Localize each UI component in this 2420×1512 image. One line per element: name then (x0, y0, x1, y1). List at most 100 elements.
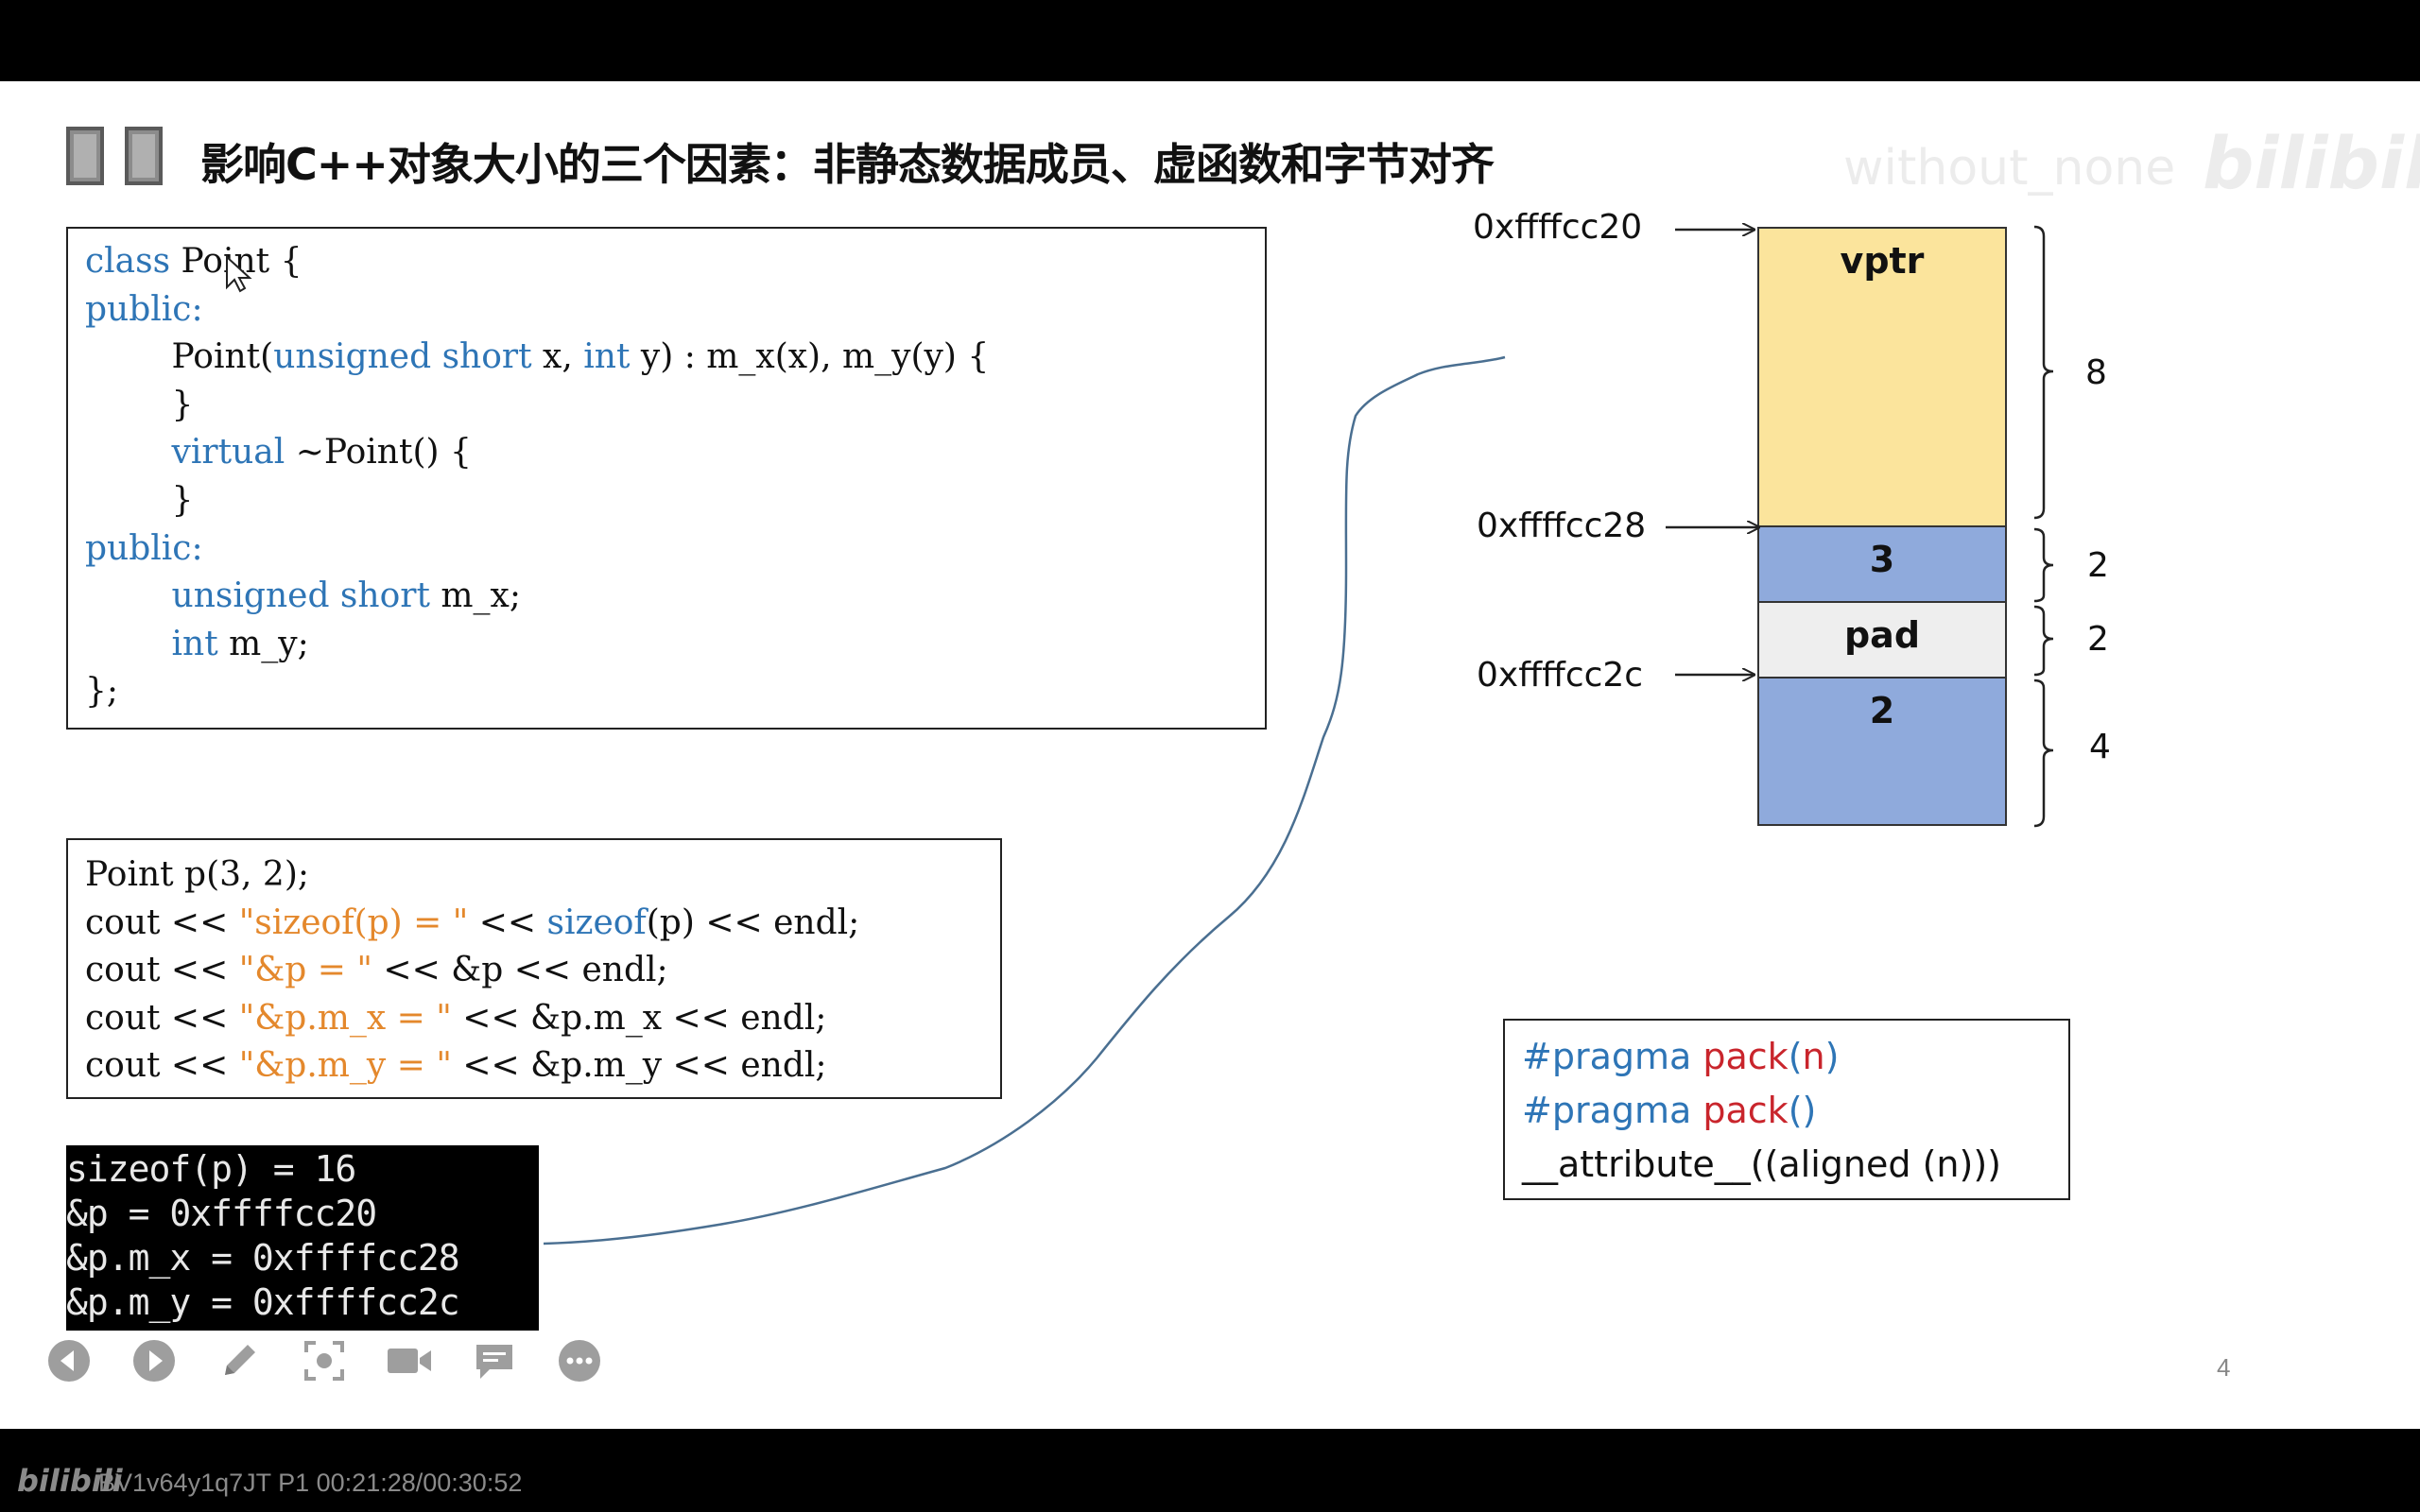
memory-block-vptr: vptr (1757, 227, 2007, 527)
code-text: cout << (85, 902, 239, 942)
address-label: 0xffffcc20 (1473, 208, 1643, 247)
code-text: cout << (85, 1046, 239, 1086)
pragma-keyword: #pragma (1522, 1036, 1692, 1077)
slide-toolbar (45, 1334, 603, 1387)
main-code-box: Point p(3, 2); cout << "sizeof(p) = " << … (66, 838, 1002, 1099)
address-label: 0xffffcc28 (1477, 507, 1647, 545)
terminal-line: &p = 0xffffcc20 (66, 1193, 377, 1234)
memory-block-label: 3 (1869, 539, 1895, 580)
main-code-line: cout << "&p = " << &p << endl; (85, 947, 983, 995)
page-number: 4 (2217, 1353, 2231, 1382)
pragma-paren: ( (1788, 1036, 1803, 1077)
code-keyword: int (171, 624, 218, 663)
memory-block-label: pad (1843, 614, 1921, 656)
main-code-line: Point p(3, 2); (85, 851, 983, 900)
terminal-line: &p.m_y = 0xffffcc2c (66, 1281, 460, 1323)
memory-block-m-x: 3 (1757, 525, 2007, 603)
prev-slide-icon[interactable] (45, 1337, 93, 1384)
code-keyword: sizeof (546, 902, 647, 942)
watermark-logo: bilibili (2203, 121, 2420, 205)
title-bullet-icon (125, 127, 163, 185)
pragma-function: pack (1691, 1036, 1789, 1077)
pragma-paren: ) (1824, 1036, 1840, 1077)
code-text: Point { (170, 242, 302, 281)
size-label: 2 (2087, 620, 2109, 659)
terminal-output: sizeof(p) = 16&p = 0xffffcc20&p.m_x = 0x… (66, 1145, 539, 1331)
class-code-line: }; (85, 668, 1248, 716)
code-keyword: class (85, 242, 171, 281)
title-bullet-icon (66, 127, 104, 185)
pen-icon[interactable] (216, 1337, 263, 1384)
code-text: << (468, 902, 547, 942)
code-keyword: virtual (171, 433, 285, 472)
class-code-line: int m_y; (85, 621, 1248, 669)
pragma-line: #pragma pack(n) (1522, 1030, 2051, 1084)
code-text: } (85, 480, 194, 520)
code-text: (p) << endl; (646, 902, 860, 942)
memory-block-pad: pad (1757, 601, 2007, 679)
screenshot-icon[interactable] (301, 1337, 348, 1384)
class-code-line: public: (85, 286, 1248, 335)
next-slide-icon[interactable] (130, 1337, 178, 1384)
code-text: << &p << endl; (372, 951, 668, 990)
pragma-arg: () (1788, 1090, 1817, 1131)
top-letterbox (0, 0, 2420, 81)
code-text: x, (531, 337, 584, 377)
camera-icon[interactable] (386, 1337, 433, 1384)
memory-block-m-y: 2 (1757, 677, 2007, 826)
address-label: 0xffffcc2c (1477, 656, 1644, 695)
pragma-function: pack (1691, 1090, 1789, 1131)
pragma-keyword: #pragma (1522, 1090, 1692, 1131)
code-text: Point p(3, 2); (85, 855, 310, 894)
video-info: BV1v64y1q7JT P1 00:21:28/00:30:52 (98, 1469, 523, 1497)
code-text (85, 576, 172, 615)
watermark-text: without_none (1843, 140, 2176, 197)
class-code-line: } (85, 477, 1248, 525)
pragma-arg: n (1802, 1036, 1825, 1077)
class-code-line: public: (85, 525, 1248, 574)
main-code-line: cout << "&p.m_x = " << &p.m_x << endl; (85, 995, 983, 1043)
class-code-line: class Point { (85, 238, 1248, 286)
bilibili-logo: bilibili (17, 1463, 123, 1499)
size-label: 8 (2085, 353, 2107, 392)
memory-block-label: vptr (1840, 240, 1925, 282)
more-icon[interactable] (556, 1337, 603, 1384)
code-keyword: public: (85, 528, 203, 568)
code-text: } (85, 385, 194, 424)
code-text: m_y; (217, 624, 309, 663)
size-label: 2 (2087, 546, 2109, 585)
code-text: cout << (85, 951, 239, 990)
slide-title: 影响C++对象大小的三个因素：非静态数据成员、虚函数和字节对齐 (200, 139, 1495, 190)
class-code-line: unsigned short m_x; (85, 573, 1248, 621)
pragma-line: #pragma pack() (1522, 1084, 2051, 1138)
main-code-line: cout << "sizeof(p) = " << sizeof(p) << e… (85, 900, 983, 948)
terminal-line: &p.m_x = 0xffffcc28 (66, 1237, 460, 1279)
code-text: cout << (85, 998, 239, 1038)
class-code-line: Point(unsigned short x, int y) : m_x(x),… (85, 334, 1248, 382)
code-text (85, 625, 172, 663)
main-code-line: cout << "&p.m_y = " << &p.m_y << endl; (85, 1042, 983, 1091)
code-text: y) : m_x(x), m_y(y) { (630, 337, 990, 377)
code-string: "&p.m_x = " (238, 998, 452, 1038)
bottom-letterbox (0, 1429, 2420, 1512)
attribute-line: __attribute__((aligned (n))) (1522, 1143, 2001, 1185)
class-code-line: virtual ~Point() { (85, 429, 1248, 477)
code-text: }; (85, 672, 119, 712)
comment-icon[interactable] (471, 1337, 518, 1384)
class-code-box: class Point {public: Point(unsigned shor… (66, 227, 1267, 730)
terminal-line: sizeof(p) = 16 (66, 1148, 356, 1190)
code-text: ~Point() { (285, 433, 472, 472)
memory-block-label: 2 (1869, 690, 1895, 731)
class-code-line: } (85, 382, 1248, 430)
code-text: << &p.m_x << endl; (451, 998, 827, 1038)
code-keyword: unsigned short (171, 576, 430, 616)
pragma-box: #pragma pack(n) #pragma pack() __attribu… (1503, 1019, 2070, 1200)
code-keyword: unsigned short (273, 337, 532, 377)
code-keyword: int (583, 337, 631, 377)
code-text: Point( (85, 337, 274, 377)
code-string: "&p.m_y = " (238, 1046, 452, 1086)
code-string: "&p = " (238, 951, 372, 990)
code-text: << &p.m_y << endl; (451, 1046, 827, 1086)
code-text: m_x; (429, 576, 521, 616)
size-label: 4 (2089, 728, 2111, 766)
